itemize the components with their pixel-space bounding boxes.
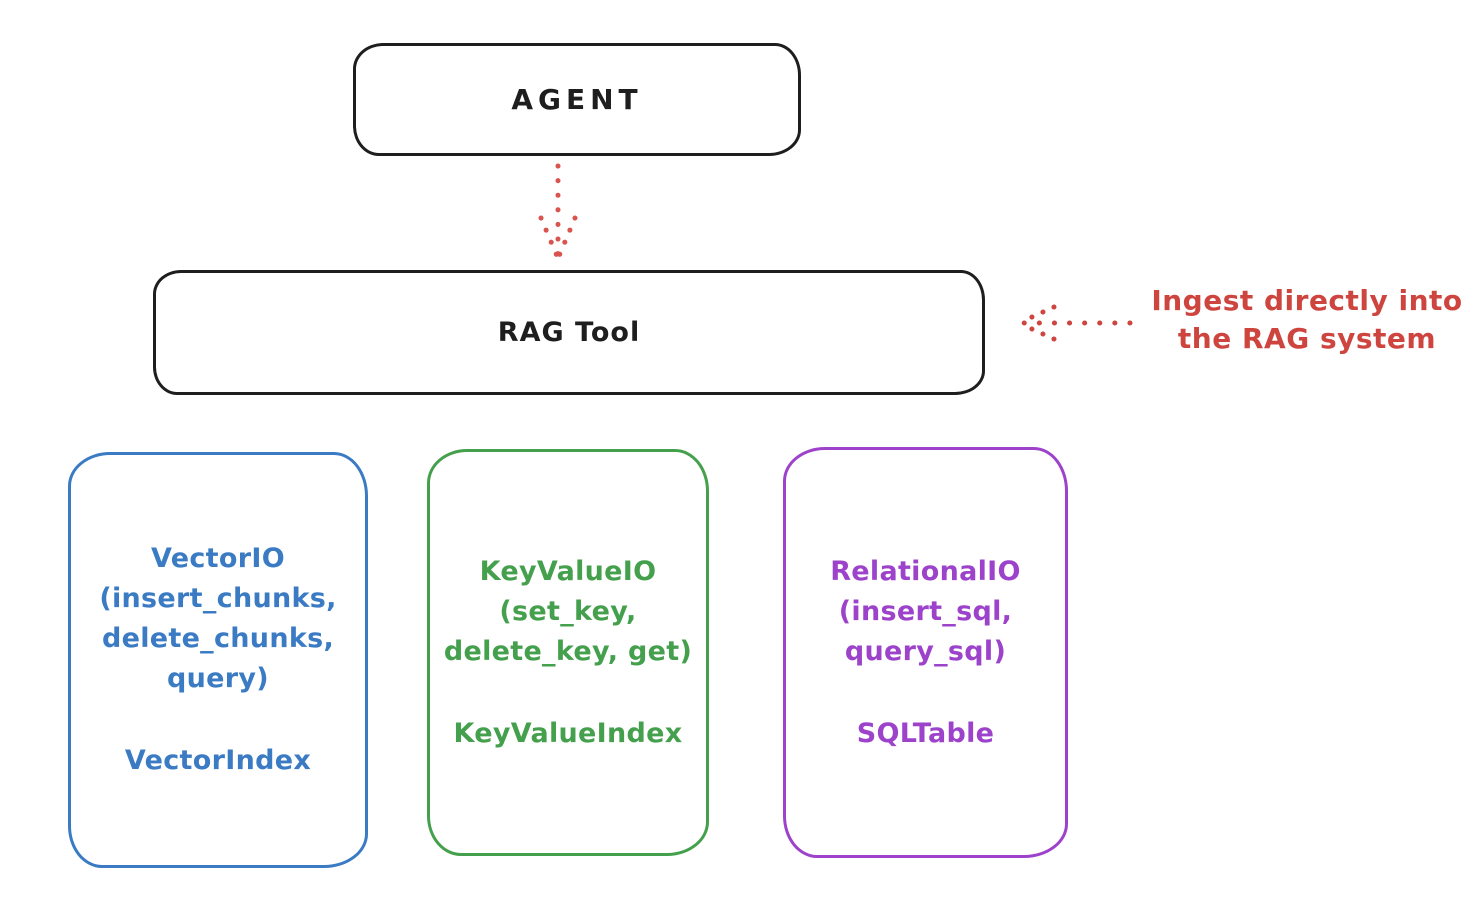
relationalio-line: (insert_sql,: [838, 595, 1013, 627]
relationalio-index-label: SQLTable: [856, 717, 995, 749]
ingest-annotation: Ingest directly into the RAG system: [1130, 282, 1484, 358]
keyvalueio-line: (set_key,: [499, 595, 637, 627]
keyvalueio-card: KeyValueIO (set_key, delete_key, get) Ke…: [427, 449, 709, 856]
agent-to-ragtool-arrow-icon: [538, 163, 578, 259]
vectorio-line: (insert_chunks,: [99, 583, 337, 614]
keyvalueio-line: delete_key, get): [443, 635, 693, 667]
keyvalueio-index-label: KeyValueIndex: [453, 717, 683, 749]
relationalio-line: query_sql): [844, 635, 1007, 667]
rag-tool-box: RAG Tool: [153, 270, 985, 395]
vectorio-card-text: VectorIO (insert_chunks, delete_chunks, …: [99, 539, 336, 781]
spacer: [830, 672, 1021, 714]
vectorio-line: delete_chunks,: [101, 623, 335, 654]
agent-label: AGENT: [511, 83, 643, 116]
ingest-annotation-line1: Ingest directly into: [1151, 284, 1463, 317]
keyvalueio-line: KeyValueIO: [479, 555, 657, 587]
vectorio-line: query): [167, 663, 269, 694]
rag-tool-label: RAG Tool: [497, 317, 641, 348]
ingest-annotation-line2: the RAG system: [1177, 322, 1437, 355]
relationalio-card: RelationalIO (insert_sql, query_sql) SQL…: [783, 447, 1068, 858]
vectorio-line: VectorIO: [151, 543, 285, 574]
relationalio-line: RelationalIO: [830, 555, 1021, 587]
vectorio-card: VectorIO (insert_chunks, delete_chunks, …: [68, 452, 368, 868]
spacer: [99, 699, 336, 741]
ingest-arrow-icon: [1018, 304, 1133, 342]
relationalio-card-text: RelationalIO (insert_sql, query_sql) SQL…: [830, 552, 1021, 754]
vectorio-index-label: VectorIndex: [124, 745, 312, 776]
agent-box: AGENT: [353, 43, 801, 156]
spacer: [444, 672, 692, 714]
keyvalueio-card-text: KeyValueIO (set_key, delete_key, get) Ke…: [444, 552, 692, 754]
